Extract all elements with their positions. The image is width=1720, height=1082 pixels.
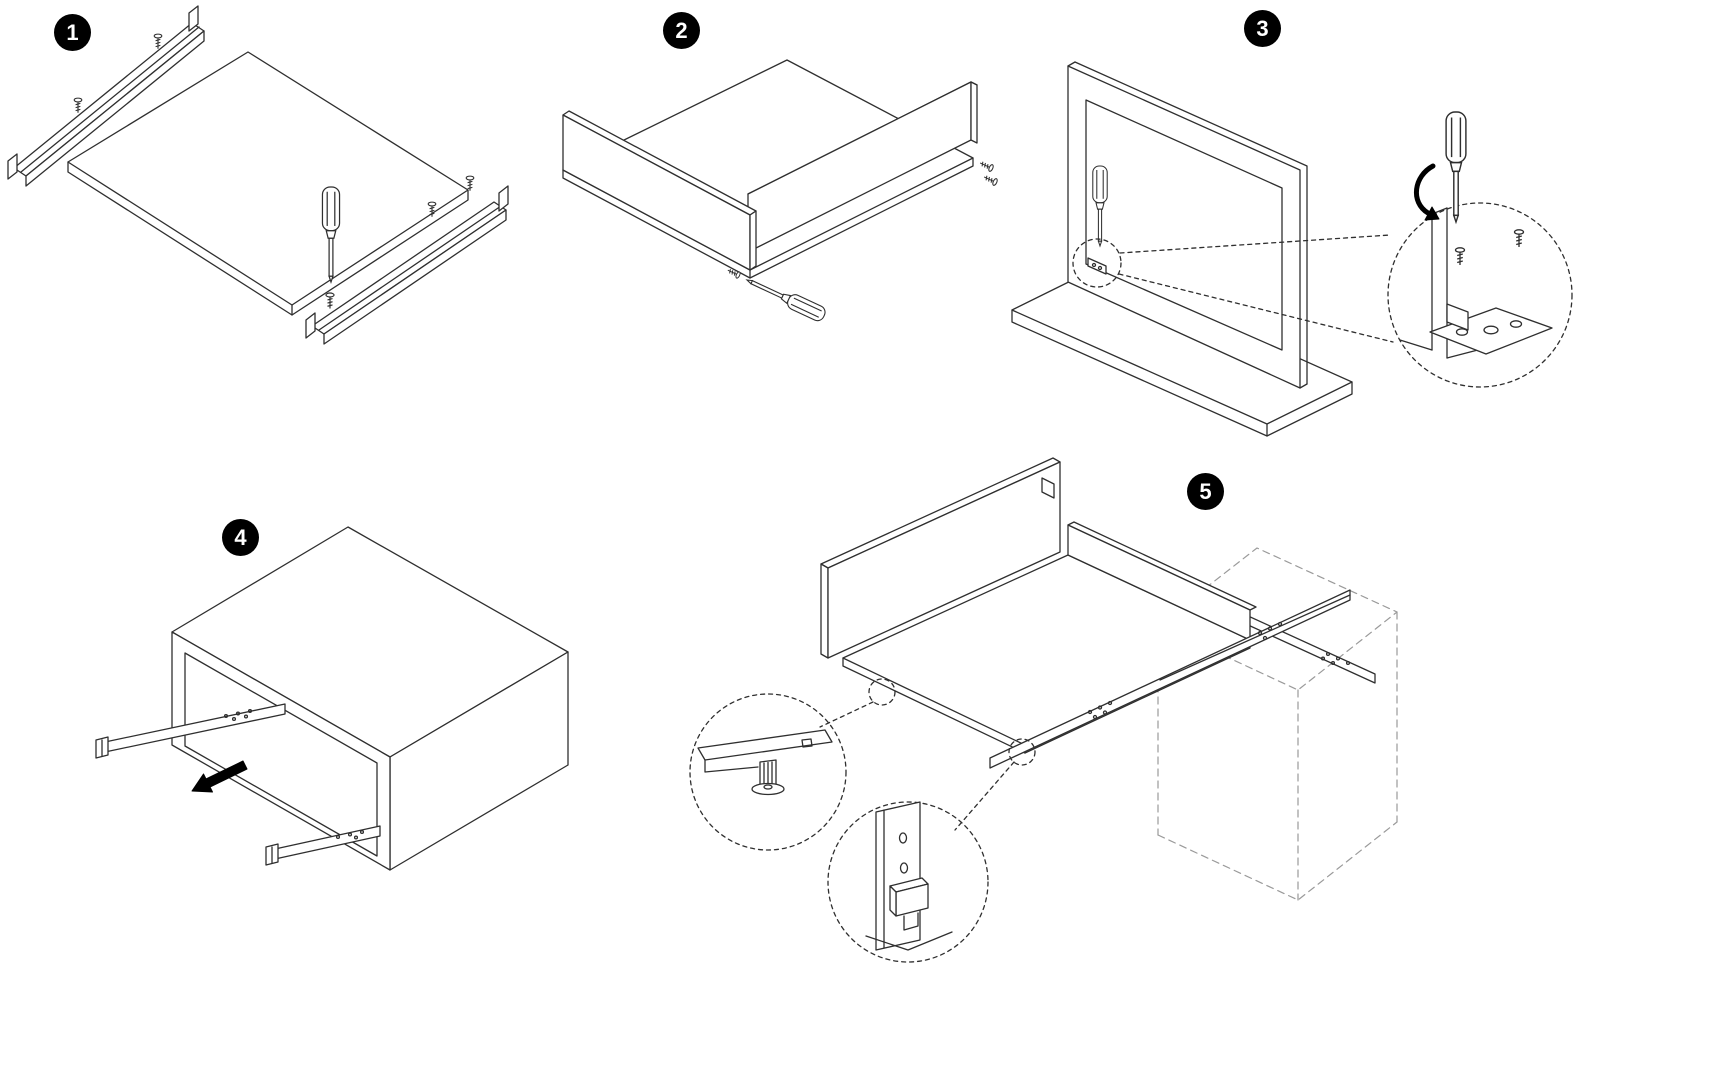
drawer-front-panel <box>820 457 1061 659</box>
screw-icon <box>978 159 995 173</box>
step-3-illustration <box>1011 61 1573 437</box>
detail-circle-bracket <box>1387 202 1573 388</box>
screwdriver-icon <box>1445 111 1467 223</box>
callout-leader-line <box>954 761 1015 831</box>
frame-panel <box>1067 61 1308 389</box>
step-5-number: 5 <box>1199 478 1212 504</box>
step-2-badge: 2 <box>663 12 700 49</box>
slide-rail-upper <box>95 703 286 759</box>
cabinet-ghost-outline <box>1157 547 1398 901</box>
slide-rail-front <box>305 175 509 345</box>
step-5-illustration <box>689 457 1398 963</box>
screw-icon <box>1454 247 1466 266</box>
callout-source-circle <box>868 678 896 706</box>
cabinet-box <box>171 526 569 871</box>
screw-icon <box>73 97 83 114</box>
step-3-badge: 3 <box>1244 10 1281 47</box>
drawer-front-panel <box>562 110 757 271</box>
drawer-side-rail <box>1067 521 1257 641</box>
slide-rail-back <box>7 5 205 187</box>
callout-source-circle <box>1072 238 1122 288</box>
step-2-number: 2 <box>675 17 688 43</box>
callout-leader-line <box>1118 273 1394 343</box>
step-1-badge: 1 <box>54 14 91 51</box>
step-1-illustration <box>7 5 509 345</box>
drawer-back-panel <box>747 81 978 253</box>
slide-rail-lower <box>265 825 381 866</box>
pull-direction-arrow <box>191 760 248 793</box>
callout-leader-line <box>1119 234 1391 254</box>
step-4-illustration <box>95 526 569 871</box>
callout-source-circle <box>1008 738 1036 766</box>
callout-leader-line <box>819 701 874 728</box>
slide-rail-near <box>989 589 1351 769</box>
detail-circle-latch <box>827 801 989 963</box>
step-4-number: 4 <box>234 524 247 550</box>
step-4-badge: 4 <box>222 519 259 556</box>
step-3-number: 3 <box>1256 15 1269 41</box>
screwdriver-icon <box>743 272 828 324</box>
step-2-illustration <box>562 59 999 324</box>
screw-icon <box>153 33 163 50</box>
step-1-number: 1 <box>66 19 79 45</box>
screw-icon <box>325 292 335 310</box>
corner-bracket <box>1087 257 1107 275</box>
screw-icon <box>982 173 999 187</box>
rotation-arrow <box>1413 163 1440 221</box>
step-5-badge: 5 <box>1187 473 1224 510</box>
screw-icon <box>1513 229 1525 248</box>
detail-circle-pin <box>689 693 847 851</box>
drawer-bottom-panel <box>67 51 469 316</box>
screw-icon <box>465 175 475 192</box>
